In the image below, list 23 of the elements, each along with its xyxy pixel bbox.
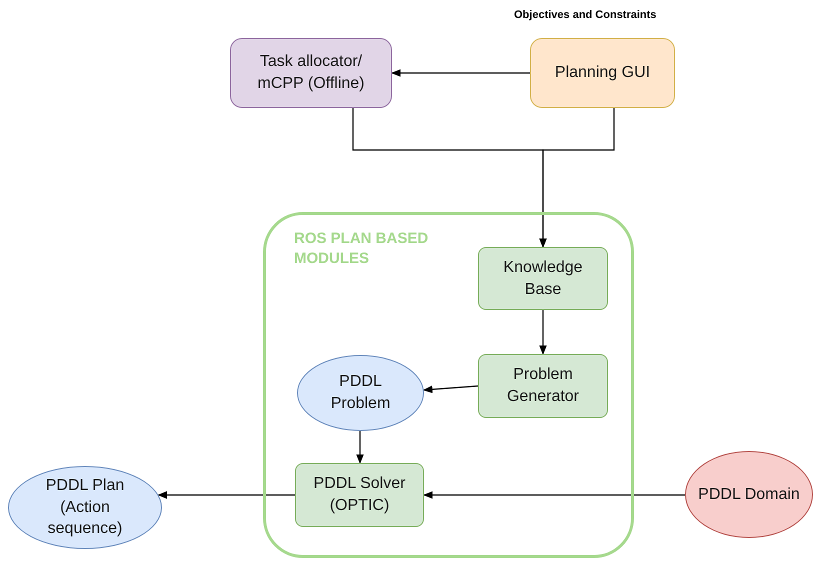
process-box [295,463,424,527]
node-label: PDDL Solver (OPTIC) [312,474,406,516]
arrow [423,491,685,499]
node-label: Planning GUI [554,63,650,84]
process-box [530,38,675,108]
group-container [263,212,634,558]
arrow [539,108,615,248]
node-label: PDDL Domain [698,484,800,505]
process-box [478,354,608,418]
arrow [391,69,530,77]
group-title: ROS PLAN BASED MODULES [294,229,430,270]
arrow [422,385,478,394]
node-label: Knowledge Base [502,258,584,300]
node-label: Task allocator/ mCPP (Offline) [257,52,365,94]
arrow [157,491,295,499]
node-label: PDDL Problem [330,372,392,414]
heading-label: Objectives and Constraints [514,9,656,21]
process-box [230,38,392,108]
node-label: PDDL Plan (Action sequence) [44,476,126,540]
process-box [478,247,608,310]
arrow [356,431,364,464]
arrow [539,310,547,355]
node-label: Problem Generator [506,365,580,407]
